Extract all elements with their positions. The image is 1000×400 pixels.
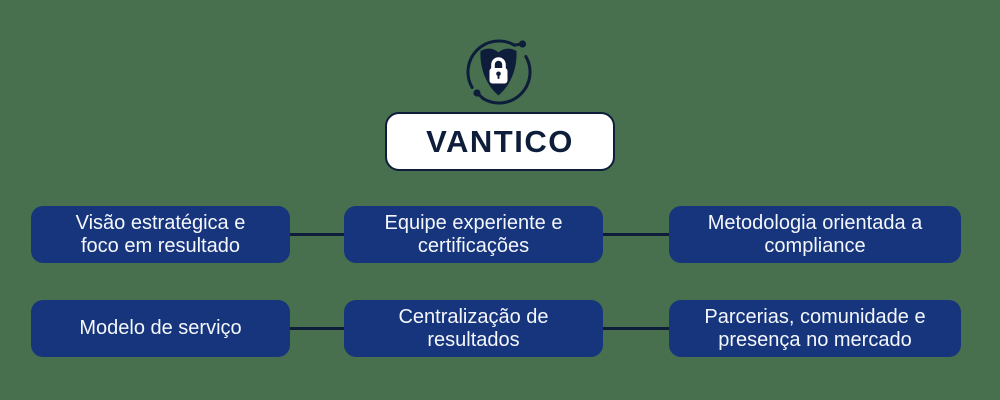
orbit-arc-left — [466, 39, 516, 89]
node-text-line: resultados — [427, 328, 520, 351]
orbit-link-bottom — [477, 93, 485, 101]
orbit-arc-right — [482, 55, 532, 105]
lock-keyhole — [496, 71, 501, 77]
node-text-line: Parcerias, comunidade e — [704, 306, 926, 329]
node-text-line: foco em resultado — [81, 234, 240, 257]
connector-row2-left — [290, 327, 344, 330]
orbit-link-top — [513, 42, 521, 47]
node-visao-estrategica: Visão estratégica e foco em resultado — [31, 206, 290, 263]
node-text-line: Modelo de serviço — [79, 317, 242, 340]
brand-title-box: VANTICO — [385, 112, 615, 171]
lock-keyhole-stem — [497, 74, 500, 79]
node-text-line: Centralização de — [398, 306, 549, 329]
node-modelo-servico: Modelo de serviço — [31, 300, 290, 357]
shield-lock-orbit-icon — [466, 39, 532, 105]
node-parcerias-comunidade: Parcerias, comunidade e presença no merc… — [669, 300, 961, 357]
connector-row1-right — [603, 233, 669, 236]
node-equipe-experiente: Equipe experiente e certificações — [344, 206, 603, 263]
node-centralizacao-resultados: Centralização de resultados — [344, 300, 603, 357]
lock-shackle — [491, 57, 506, 69]
node-text-line: Visão estratégica e — [75, 212, 246, 235]
node-text-line: Metodologia orientada a — [707, 212, 923, 235]
brand-title: VANTICO — [426, 123, 574, 159]
node-text-line: presença no mercado — [718, 328, 912, 351]
connector-row2-right — [603, 327, 669, 330]
orbit-dot-bottom-left — [473, 89, 481, 97]
orbit-dot-top-right — [518, 40, 527, 48]
node-text-line: Equipe experiente e — [384, 212, 563, 235]
node-text-line: certificações — [417, 234, 530, 257]
node-metodologia-compliance: Metodologia orientada a compliance — [669, 206, 961, 263]
connector-row1-left — [290, 233, 344, 236]
node-text-line: compliance — [764, 234, 866, 257]
